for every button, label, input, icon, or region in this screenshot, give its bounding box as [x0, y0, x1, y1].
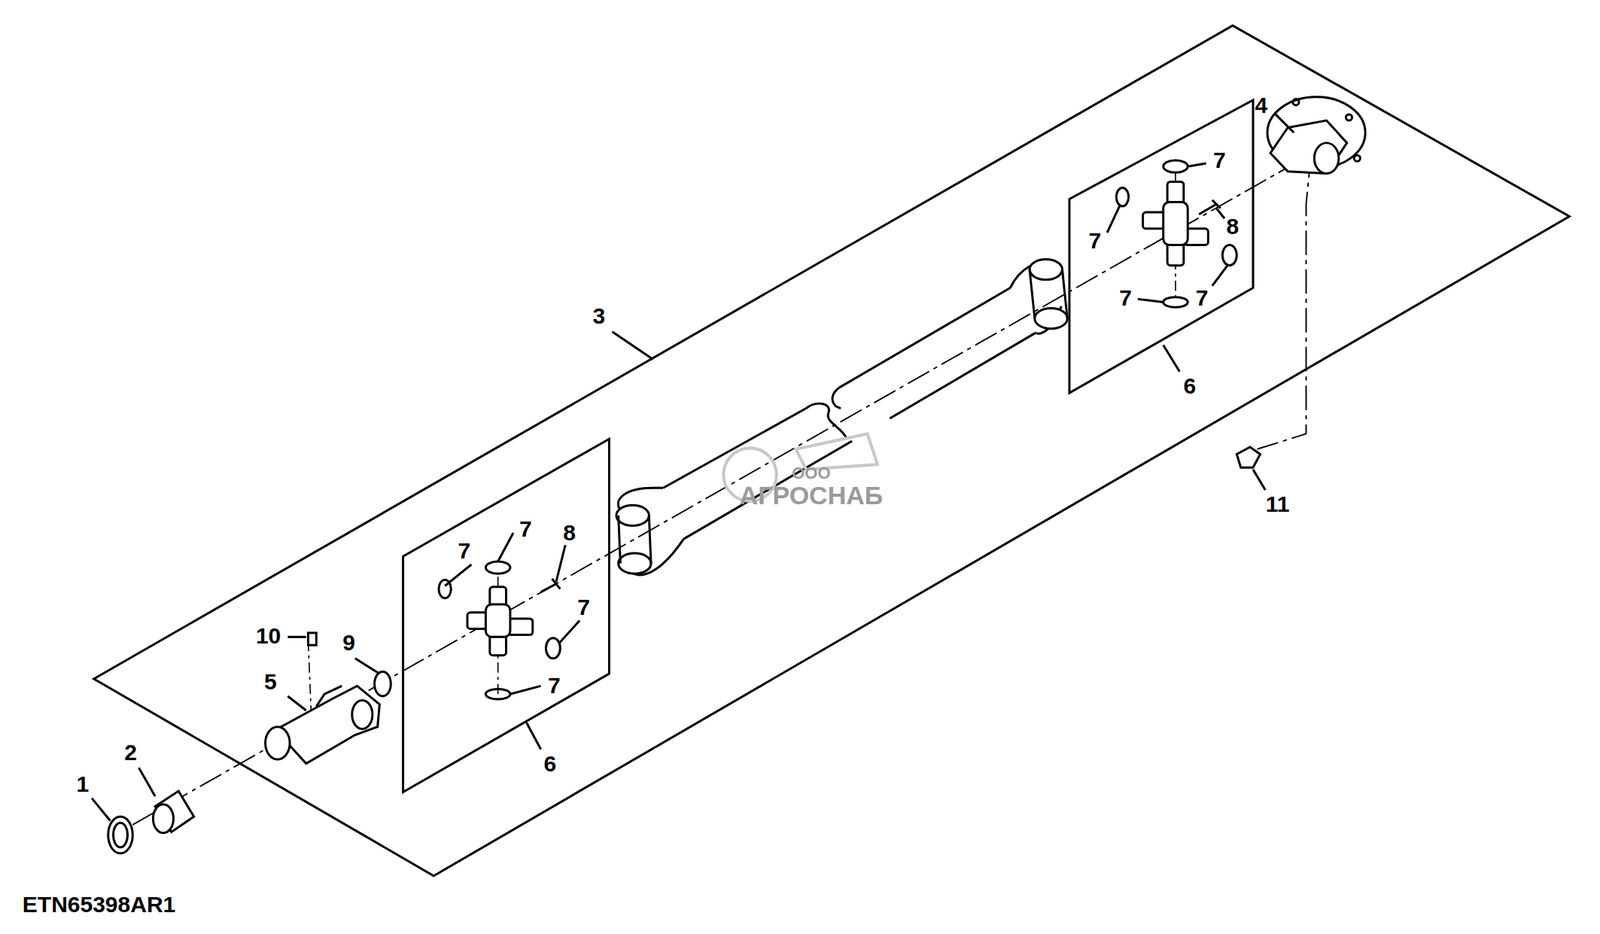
callout-number: 11: [1265, 492, 1290, 516]
callout-number: 8: [562, 521, 576, 545]
callout-number: 10: [255, 624, 281, 648]
callout-number: 4: [1255, 94, 1269, 117]
callout-number: 6: [1183, 374, 1197, 398]
watermark: АГРОСНАБ: [739, 482, 884, 508]
callout-number: 7: [1119, 286, 1132, 310]
figure-code: ETN65398AR1: [22, 893, 176, 916]
callout-number: 7: [1213, 149, 1226, 172]
callout-number: 5: [264, 670, 277, 694]
callout-number: 1: [76, 772, 89, 796]
callout-number: 9: [342, 631, 356, 654]
callout-number: 6: [543, 752, 557, 776]
callout-number: 7: [547, 674, 561, 697]
callout-number: 7: [1088, 229, 1102, 253]
callout-number: 7: [519, 517, 533, 541]
callout-number: 3: [593, 304, 606, 328]
callout-number: 2: [124, 741, 137, 764]
callout-number: 7: [458, 539, 472, 563]
watermark: ООО: [791, 465, 831, 482]
callout-number: 7: [1195, 286, 1209, 310]
callout-number: 7: [577, 596, 591, 619]
callout-number: 8: [1226, 215, 1240, 238]
